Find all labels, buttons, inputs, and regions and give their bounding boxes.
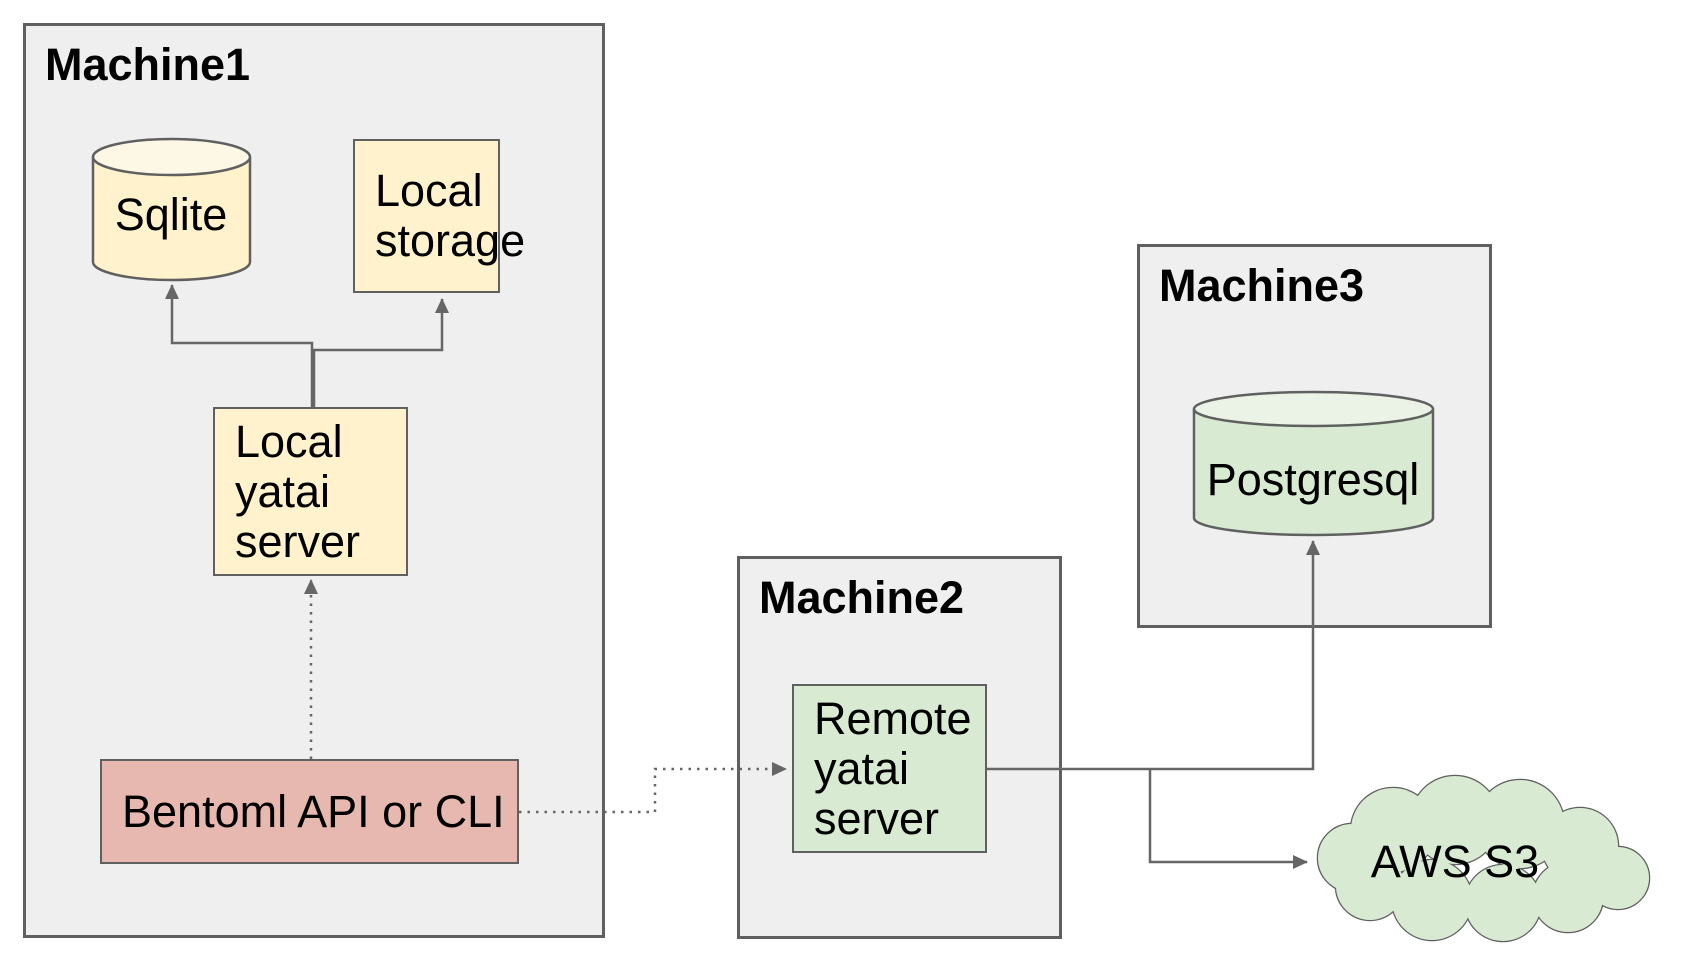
bentoml-api-or-cli-node: Bentoml API or CLI (100, 759, 519, 864)
local-storage-label-line1: Local (375, 165, 483, 216)
local-storage-label-line2: storage (375, 215, 526, 266)
machine1-label: Machine1 (45, 39, 251, 90)
aws-s3-label: AWS S3 (1371, 836, 1539, 887)
aws-s3-cloud: AWS S3 (1316, 774, 1651, 943)
machine3-label: Machine3 (1159, 260, 1365, 311)
machine2-label: Machine2 (759, 572, 965, 623)
local-yatai-server-label-line3: server (235, 515, 361, 567)
local-yatai-server-label-line2: yatai (235, 465, 331, 517)
remote-yatai-server-label-line2: yatai (814, 742, 910, 794)
local-storage-node: Local storage (353, 139, 526, 293)
machine3-group: Machine3 (1137, 244, 1492, 628)
edge-remote-yatai-to-aws-s3 (1148, 769, 1308, 869)
local-yatai-server-node: Local yatai server (213, 407, 408, 576)
remote-yatai-server-node: Remote yatai server (792, 684, 987, 853)
remote-yatai-server-label-line1: Remote (814, 692, 972, 744)
bentoml-api-or-cli-label: Bentoml API or CLI (122, 785, 505, 837)
local-yatai-server-label-line1: Local (235, 415, 343, 467)
remote-yatai-server-label-line3: server (814, 792, 940, 844)
